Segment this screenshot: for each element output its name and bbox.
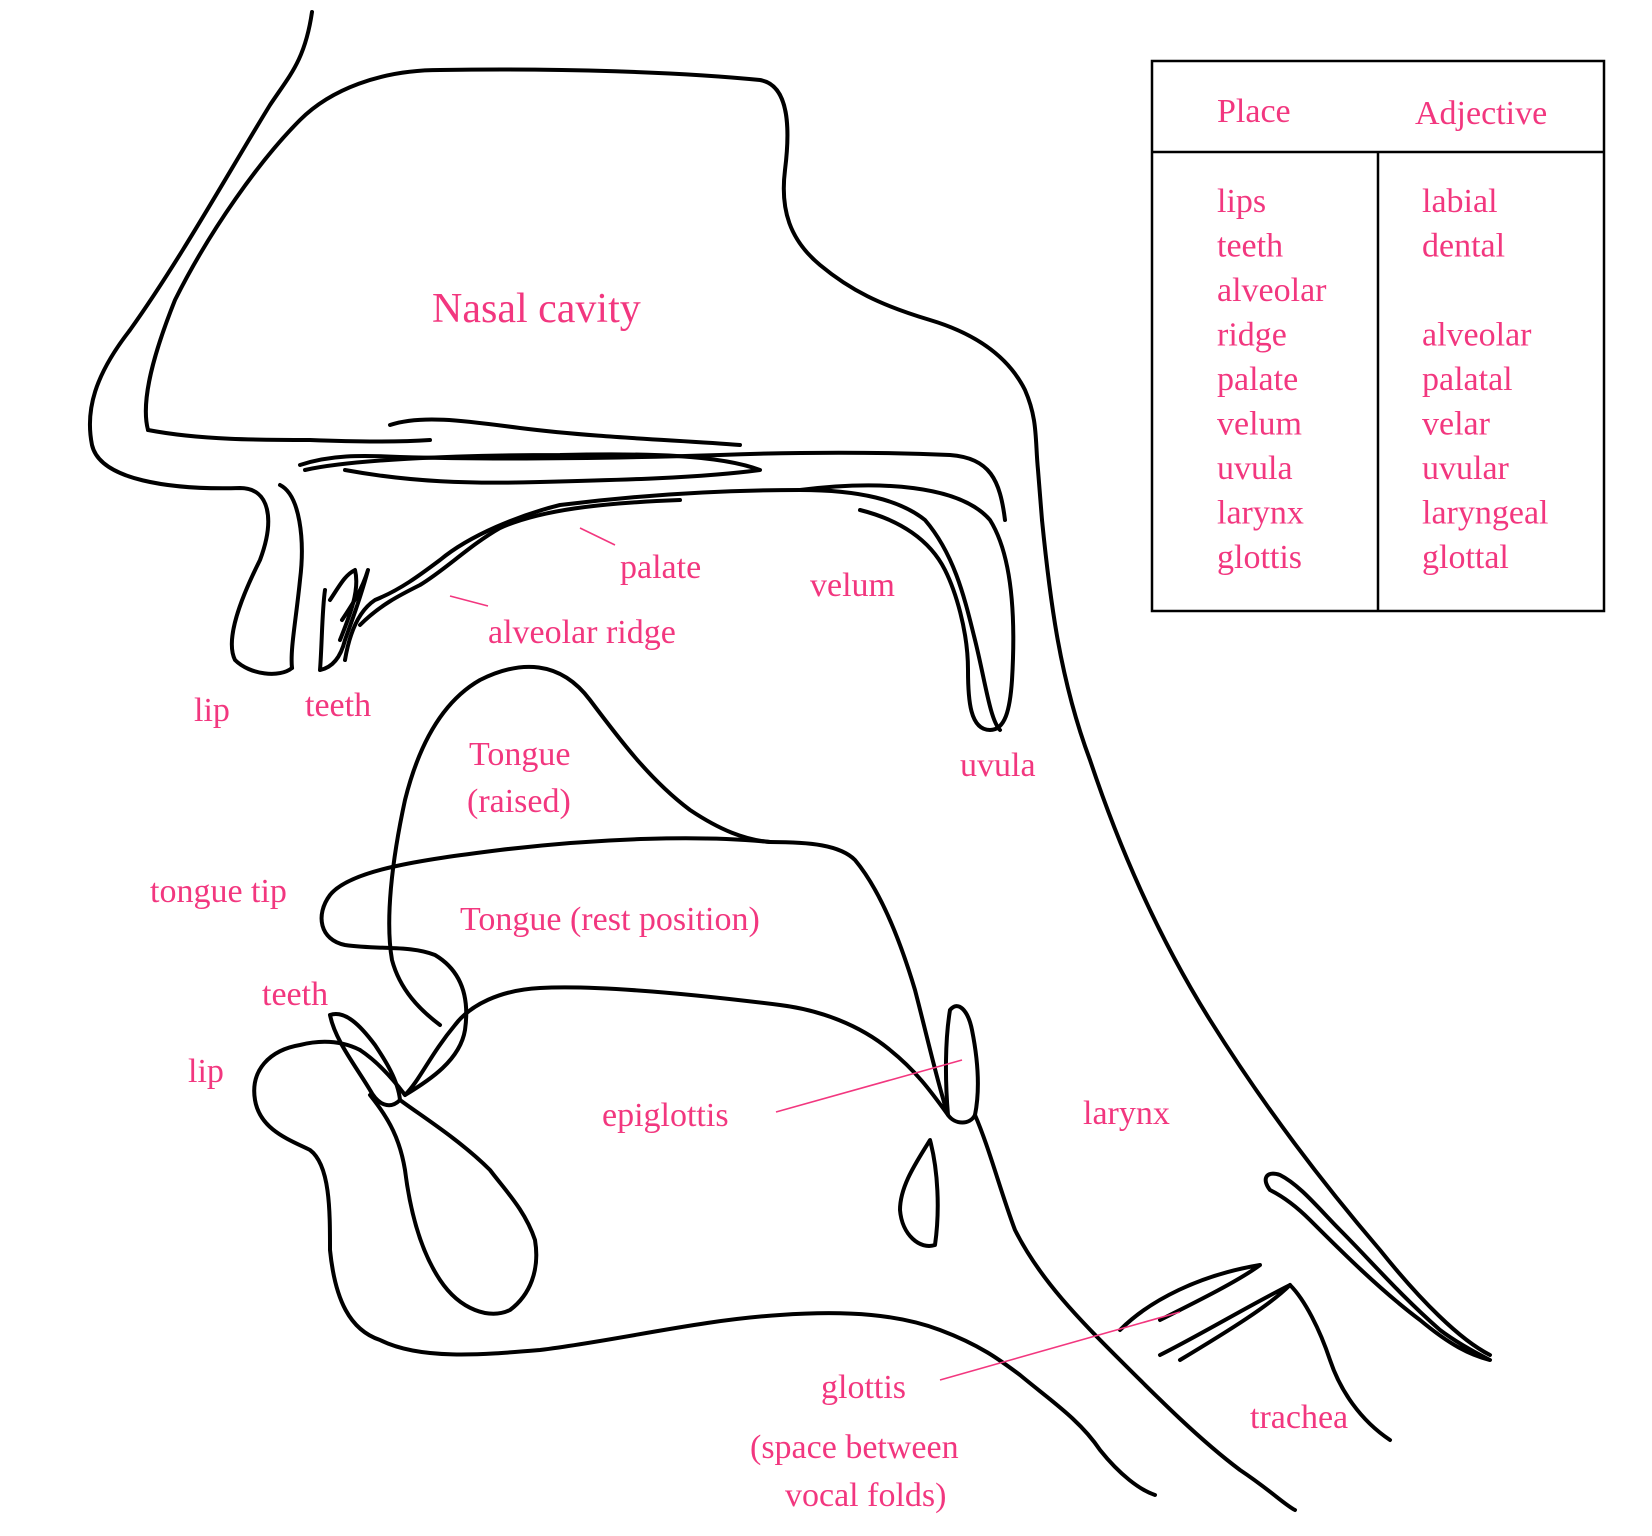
head-outline xyxy=(87,10,1492,1357)
table-place-cell: alveolar xyxy=(1217,272,1327,309)
vocal-fold-lower xyxy=(1158,1283,1292,1362)
teeth-top-label: teeth xyxy=(305,687,371,724)
palate-roof-inner xyxy=(358,498,682,627)
nasal-floor xyxy=(146,428,432,444)
lower-lip-jaw xyxy=(252,1039,1157,1497)
larynx-anterior-wall xyxy=(973,1113,1297,1512)
table-adjective-cell: alveolar xyxy=(1422,317,1532,354)
adjective-column: labial dental alveolar palatal velar uvular la… xyxy=(1422,183,1549,576)
trachea-label: trachea xyxy=(1250,1399,1348,1436)
alveolar-ridge-label: alveolar ridge xyxy=(488,614,676,651)
pharynx-back-wall xyxy=(1040,518,1492,1357)
tongue-raised-label: Tongue xyxy=(469,736,571,773)
tongue-tip-label: tongue tip xyxy=(150,873,287,910)
upper-lip-teeth xyxy=(278,483,370,672)
palate-label: palate xyxy=(620,549,701,586)
table-adjective-cell: dental xyxy=(1422,228,1505,265)
hyoid-outline xyxy=(898,1138,940,1248)
palate-roof-of-mouth xyxy=(343,488,1002,732)
table-adjective-cell: labial xyxy=(1422,183,1498,220)
palate-top-ridge xyxy=(298,450,1007,522)
palate-leader xyxy=(579,527,616,546)
glottis-sublabel-1: (space between xyxy=(750,1429,959,1466)
table-place-cell: glottis xyxy=(1217,539,1302,576)
table-place-cell: teeth xyxy=(1217,228,1283,265)
tongue-tip-outline xyxy=(319,836,772,1097)
upper-lip xyxy=(278,483,304,670)
tongue-raised-outline xyxy=(387,664,772,1027)
nasal-cavity-label: Nasal cavity xyxy=(432,286,641,332)
epiglottis-leader xyxy=(775,1059,963,1113)
lower-teeth xyxy=(328,1012,402,1108)
larynx-label: larynx xyxy=(1083,1095,1170,1132)
table-place-cell: uvula xyxy=(1217,450,1293,487)
diagram-labels: Nasal cavity palate velum alveolar ridge… xyxy=(150,286,1348,1514)
table-adjective-cell: velar xyxy=(1422,406,1491,443)
table-adjective-cell: palatal xyxy=(1422,361,1513,398)
leader-lines xyxy=(449,527,1181,1381)
table-adjective-cell: laryngeal xyxy=(1422,495,1549,532)
uvula-label: uvula xyxy=(960,747,1036,784)
upper-incisor xyxy=(328,568,359,642)
tongue-rest-outline xyxy=(358,840,950,1117)
table-place-cell: ridge xyxy=(1217,317,1287,354)
alveolar-ridge-leader xyxy=(449,595,489,607)
place-column: lips teeth alveolar ridge palate velum uvula la… xyxy=(1217,183,1327,576)
glottis-leader xyxy=(939,1311,1181,1381)
lip-top-label: lip xyxy=(194,692,230,729)
table-place-cell: velum xyxy=(1217,406,1302,443)
lip-bottom-label: lip xyxy=(188,1053,224,1090)
table-header-place: Place xyxy=(1217,93,1291,130)
tongue-rest-label: Tongue (rest position) xyxy=(460,901,760,938)
velum-label: velum xyxy=(810,567,895,604)
palate-structure xyxy=(298,417,1016,732)
hard-palate-inner xyxy=(388,417,742,447)
table-adjective-cell: uvular xyxy=(1422,450,1510,487)
upper-teeth xyxy=(318,568,370,672)
glottis-sublabel-2: vocal folds) xyxy=(785,1477,946,1514)
table-place-cell: lips xyxy=(1217,183,1266,220)
velum-uvula xyxy=(798,483,1016,732)
table-adjective-cell: glottal xyxy=(1422,539,1509,576)
trachea-cartilage xyxy=(1263,1171,1492,1362)
lower-incisor xyxy=(368,1093,539,1316)
teeth-bottom-label: teeth xyxy=(262,976,328,1013)
trachea-front xyxy=(1288,1283,1392,1442)
tongue-raised-sublabel: (raised) xyxy=(467,783,571,820)
trachea-outline-group xyxy=(1263,1171,1492,1442)
vocal-fold-upper xyxy=(1118,1263,1262,1332)
lower-jaw xyxy=(252,1012,1157,1497)
table-place-cell: larynx xyxy=(1217,495,1304,532)
nasal-cavity-outline xyxy=(143,67,1044,522)
nose-profile xyxy=(87,10,314,676)
vocal-folds xyxy=(1118,1263,1292,1362)
table-header-adjective: Adjective xyxy=(1415,95,1547,132)
glottis-label: glottis xyxy=(821,1369,906,1406)
epiglottis-outline xyxy=(943,1004,980,1125)
epiglottis-label: epiglottis xyxy=(602,1097,729,1134)
table-place-cell: palate xyxy=(1217,361,1298,398)
place-adjective-table: Place Adjective lips teeth alveolar ridge pa… xyxy=(1150,59,1606,613)
